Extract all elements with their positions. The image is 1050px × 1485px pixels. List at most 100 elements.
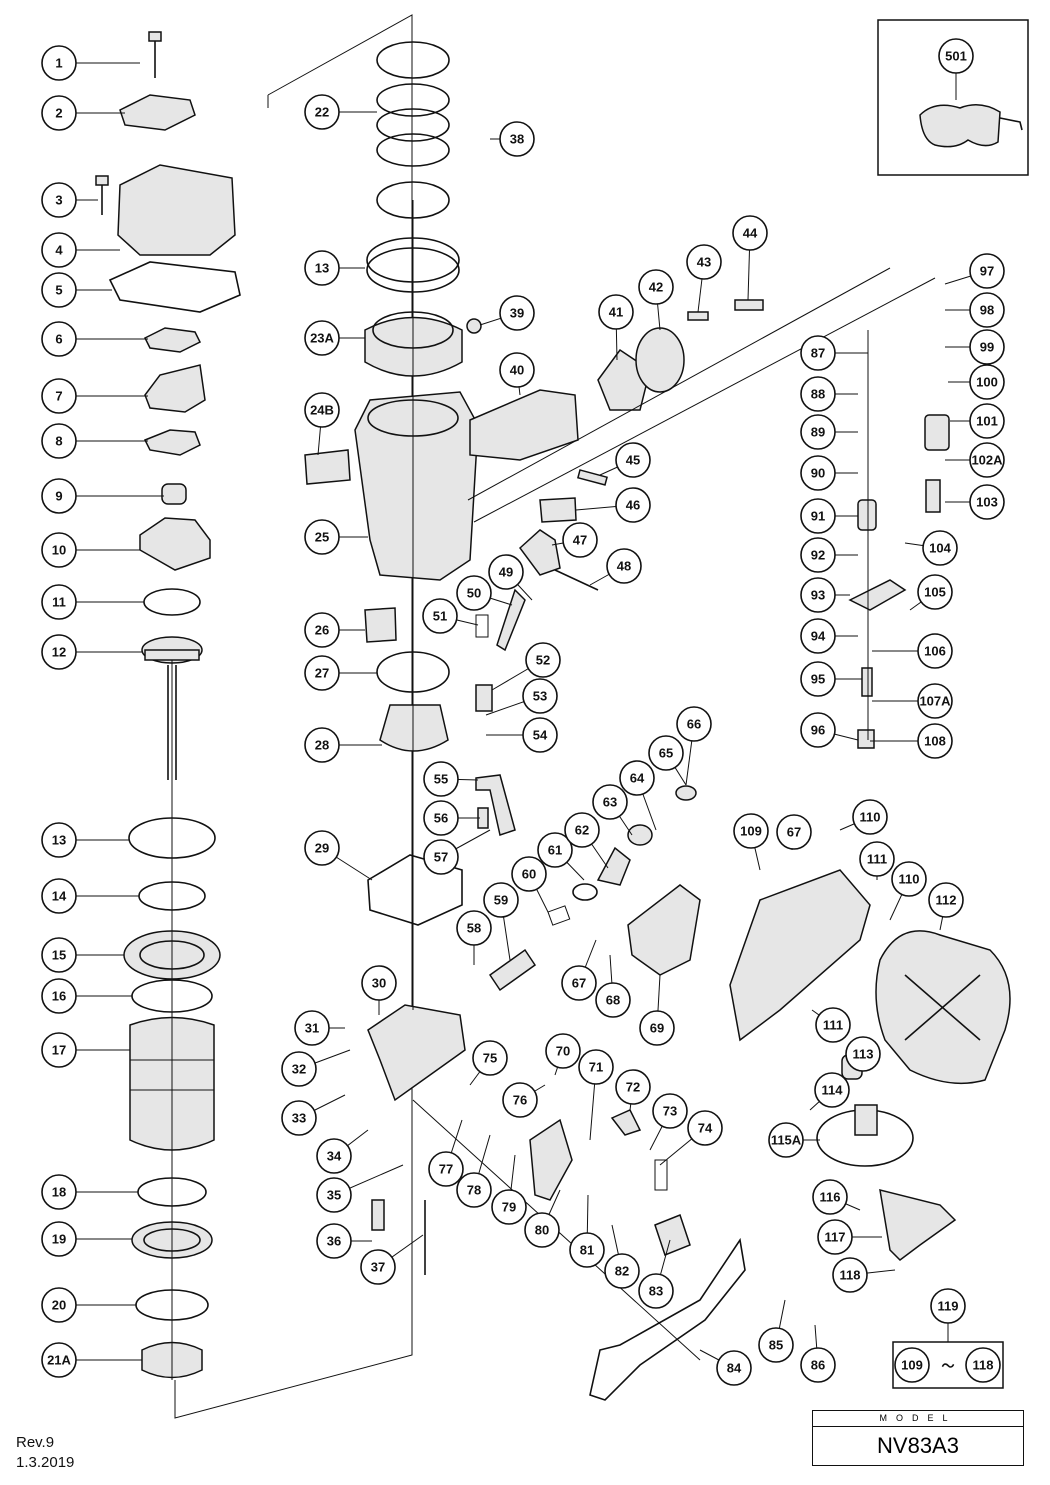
callout-circle [41,95,77,131]
callout-number: 71 [589,1060,603,1075]
callout-number: 56 [434,811,448,826]
callout-35: 35 [316,1164,404,1213]
callout-number: 100 [976,375,998,390]
washer-62 [572,883,598,901]
callout-circle [917,723,953,759]
callout-number: 37 [371,1260,385,1275]
callout-number: 16 [52,989,66,1004]
callout-circle [815,1007,851,1043]
callout-103: 103 [945,484,1005,520]
callout-circle [316,1177,352,1213]
callout-circle [488,554,524,590]
callout-number: 10 [52,543,66,558]
callout-number: 108 [924,734,946,749]
callout-circle [648,735,684,771]
callout-circle [859,841,895,877]
bolt-36 [371,1199,385,1231]
callout-number: 9 [55,489,62,504]
callout-number: 63 [603,795,617,810]
cap-64 [627,824,653,846]
callout-circle [491,1189,527,1225]
callout-number: 85 [769,1338,783,1353]
callout-37: 37 [360,1234,424,1285]
callout-circle [41,478,77,514]
callout-circle [41,878,77,914]
spring-51 [475,614,489,638]
callout-circle [716,1350,752,1386]
callout-13: 13 [41,822,129,858]
callout-circle [652,1093,688,1129]
callout-circle [969,292,1005,328]
callout-circle [776,814,812,850]
callout-number: 49 [499,565,513,580]
callout-circle [800,712,836,748]
callout-circle [578,1049,614,1085]
callout-62: 62 [564,812,609,869]
callout-number: 60 [522,867,536,882]
callout-67: 67 [776,814,812,851]
callout-118: 118 [832,1257,896,1293]
callout-number: 101 [976,414,998,429]
callout-53: 53 [485,678,558,716]
callout-number: 32 [292,1062,306,1077]
callout-circle [598,294,634,330]
callout-circle [41,937,77,973]
callout-42: 42 [638,269,674,331]
callout-number: 68 [606,993,620,1008]
callout-circle [638,1273,674,1309]
callout-25: 25 [304,519,368,555]
plate-8 [143,429,201,456]
screw-43 [687,311,709,321]
callout-18: 18 [41,1174,138,1210]
callout-number: 119 [938,1299,959,1314]
callout-47: 47 [551,522,598,558]
callout-number: 3 [55,193,62,208]
callout-number: 110 [899,872,920,887]
callout-circle [930,1288,966,1324]
callout-number: 61 [548,843,562,858]
revision-label: Rev.9 [16,1434,55,1451]
callout-114: 114 [809,1072,850,1111]
callout-number: 21A [47,1353,71,1368]
callout-41: 41 [598,294,634,361]
callout-number: 82 [615,1264,629,1279]
callout-89: 89 [800,414,858,450]
callout-circle [511,856,547,892]
cap-2 [119,94,196,131]
callout-3: 3 [41,182,98,218]
callout-number: 42 [649,280,663,295]
callout-number: 4 [55,243,63,258]
callout-circle [676,706,712,742]
callout-circle [304,250,340,286]
callout-100: 100 [948,364,1005,400]
callout-number: 67 [787,825,801,840]
callout-51: 51 [422,598,479,634]
callout-circle [472,1040,508,1076]
callout-21A: 21A [41,1342,142,1378]
callout-88: 88 [800,376,858,412]
spring-22 [376,41,450,219]
callout-63: 63 [592,784,633,836]
callout-number: 74 [698,1121,713,1136]
valve-7 [144,364,206,413]
callout-4: 4 [41,232,120,268]
callout-36: 36 [316,1223,372,1259]
callout-circle [304,727,340,763]
callout-6: 6 [41,321,148,357]
callout-number: 24B [310,403,334,418]
callout-number: 94 [811,629,826,644]
callout-circle [615,442,651,478]
screw-3 [95,175,109,215]
callout-number: 31 [305,1021,319,1036]
callout-1: 1 [41,45,140,81]
callout-number: 27 [315,666,329,681]
pin-48 [554,569,599,591]
callout-66: 66 [676,706,712,786]
stem-108 [925,479,941,513]
callout-43: 43 [686,244,722,313]
callout-circle [845,1036,881,1072]
callout-64: 64 [619,760,657,831]
callout-28: 28 [304,727,382,763]
lever-93 [848,579,907,611]
callout-circle [281,1100,317,1136]
